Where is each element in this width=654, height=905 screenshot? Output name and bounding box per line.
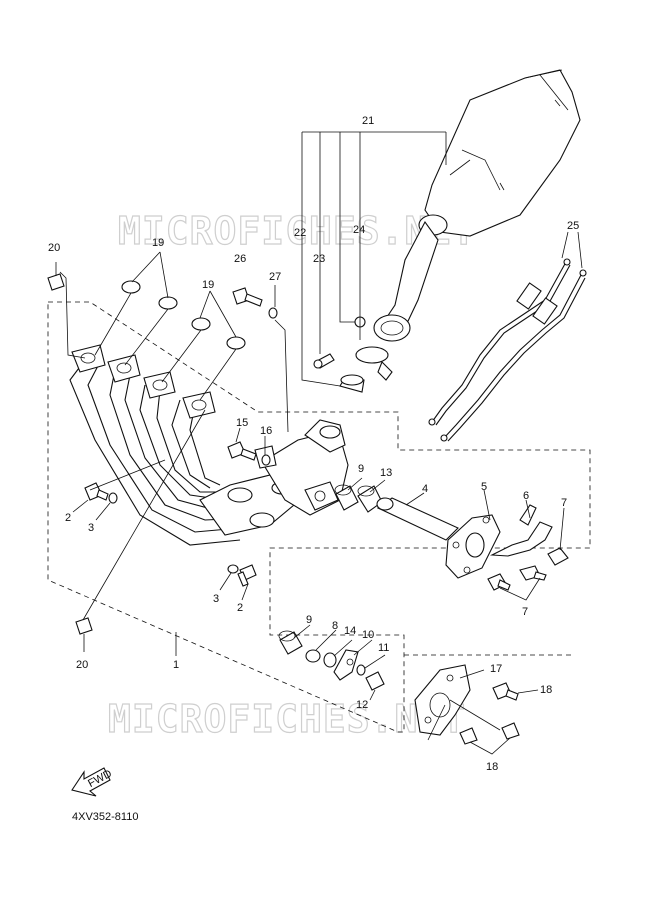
muffler-assembly: [373, 69, 581, 342]
callout-11: 11: [378, 642, 389, 654]
callout-1: 1: [173, 659, 179, 671]
bolt-12: [365, 671, 385, 691]
callout-5: 5: [481, 481, 487, 493]
bolt-20-top: [47, 273, 65, 291]
collar-9: [334, 484, 359, 511]
bolt-2-right: [237, 564, 257, 587]
callout-7-top: 7: [561, 497, 567, 509]
leader-15-16: [235, 427, 266, 455]
cover-17: [414, 664, 471, 736]
callout-27: 27: [269, 271, 281, 283]
callout-8: 8: [332, 620, 338, 632]
gasket-22: [339, 374, 365, 393]
leader-9-13: [347, 477, 386, 493]
leader-19b: [161, 290, 237, 401]
leader-25: [561, 231, 583, 269]
washer-3-left: [108, 492, 118, 504]
leader-20a: [55, 262, 86, 359]
leader-17-18: [427, 669, 539, 755]
callout-2-left: 2: [65, 512, 71, 524]
callout-14: 14: [344, 625, 356, 637]
bolt-20-bottom: [75, 617, 93, 635]
callout-12: 12: [356, 699, 368, 711]
washer-11: [356, 664, 366, 676]
callout-20-top: 20: [48, 242, 60, 254]
callout-10: 10: [362, 629, 374, 641]
fwd-arrow: FWD: [71, 767, 114, 797]
bolts-18: [459, 682, 520, 745]
callout-18-bottom: 18: [486, 761, 498, 773]
callout-23: 23: [313, 253, 325, 265]
washer-16: [261, 454, 271, 466]
bolt-15: [227, 441, 257, 461]
washer-8: [305, 649, 321, 663]
leader-2-3-left: [72, 499, 111, 521]
callout-15: 15: [236, 417, 248, 429]
leader-lower-group: [293, 624, 386, 701]
callout-26: 26: [234, 253, 246, 265]
assembly-1-boundary: [47, 301, 591, 733]
fwd-label: FWD: [86, 768, 114, 790]
leader-27: [274, 285, 289, 433]
washer-27: [268, 307, 278, 319]
exhaust-header-pipes: [69, 344, 301, 546]
callout-16: 16: [260, 425, 272, 437]
leader-2-3-right: [219, 572, 249, 601]
lever-10: [333, 649, 359, 681]
exhaust-chamber: [254, 419, 349, 516]
bracket-6: [489, 504, 553, 557]
bolt-23: [313, 353, 335, 369]
gaskets-19: [121, 280, 246, 350]
leader-7a: [559, 507, 565, 551]
callout-3-left: 3: [88, 522, 94, 534]
callout-9-top: 9: [358, 463, 364, 475]
clamp-24: [354, 316, 393, 381]
leader-6: [525, 499, 531, 519]
callout-19-right: 19: [202, 279, 214, 291]
leader-4: [405, 492, 425, 506]
callout-7-bottom: 7: [522, 606, 528, 618]
callout-21: 21: [362, 115, 374, 127]
reference-code: 4XV352-8110: [72, 811, 138, 823]
callout-6: 6: [523, 490, 529, 502]
callout-9-bottom: 9: [306, 614, 312, 626]
shaft-4: [376, 497, 459, 541]
leader-7b: [499, 577, 541, 601]
collar-14: [323, 652, 337, 668]
callout-25: 25: [567, 220, 579, 232]
callout-20-bottom: 20: [76, 659, 88, 671]
leader-21: [301, 131, 447, 387]
callout-24: 24: [353, 224, 365, 236]
bolts-7: [487, 547, 569, 591]
leader-20-header: [89, 459, 166, 491]
throttle-cables: [428, 258, 587, 442]
callout-13: 13: [380, 467, 392, 479]
bolt-26: [232, 287, 263, 307]
leader-5: [483, 489, 491, 521]
callout-2-right: 2: [237, 602, 243, 614]
bolt-2-left: [84, 482, 109, 501]
callout-19-left: 19: [152, 237, 164, 249]
callout-4: 4: [422, 483, 428, 495]
washer-3-right: [227, 564, 239, 574]
callout-22: 22: [294, 227, 306, 239]
leader-19a: [94, 251, 169, 366]
collar-9-lower: [278, 630, 303, 655]
callout-3-right: 3: [213, 593, 219, 605]
callout-18-top: 18: [540, 684, 552, 696]
watermark-bottom: MICROFICHES.NET: [108, 697, 466, 741]
leader-20b: [82, 409, 206, 652]
callout-17: 17: [490, 663, 502, 675]
pulley-5: [445, 514, 501, 579]
